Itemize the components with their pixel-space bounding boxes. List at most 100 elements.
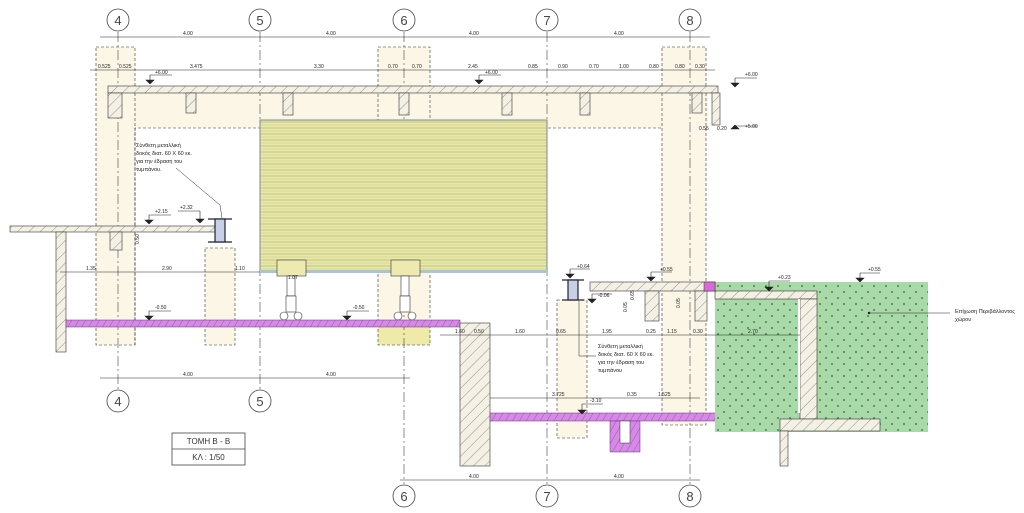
rolling-shutter: [259, 119, 548, 273]
dimension-label: 8: [686, 489, 693, 504]
dimension-label: 0.50: [474, 329, 484, 335]
dimension-label: +0.64: [577, 264, 590, 270]
dimension-label: 0.70: [589, 64, 599, 70]
dimension-label: 1.60: [515, 329, 525, 335]
note-backfill: Επίχωση Περιβάλλοντος χώρου: [867, 308, 1015, 323]
section-scale: ΚΛ : 1/50: [192, 453, 225, 462]
dimension-lines: [60, 36, 800, 481]
dimension-label: +0.55: [868, 267, 881, 273]
note-left-beam: Σύνθετη μεταλλική δοκός διατ. 60 Χ 60 εκ…: [136, 142, 223, 219]
dimension-label: 0.25: [646, 329, 656, 335]
dimension-label: 0.525: [119, 64, 132, 70]
dimension-label: 4: [114, 394, 121, 409]
section-title: ΤΟΜΗ Β - Β: [187, 437, 230, 446]
dimension-label: 6: [400, 13, 407, 28]
backfill-area: [715, 282, 928, 432]
dimension-label: 0.70: [412, 64, 422, 70]
dimension-label: 1.00: [619, 64, 629, 70]
dimension-label: 3.30: [314, 64, 324, 70]
dimension-label: 0.85: [528, 64, 538, 70]
mid-dimensions: 1.35 2.90 1.10: [86, 266, 245, 272]
dimension-label: 2.70: [748, 329, 758, 335]
dimension-label: για την έδραση του: [136, 158, 182, 165]
dimension-label: +6.00: [745, 72, 758, 78]
dimension-label: 4.00: [183, 31, 193, 37]
dimension-label: 5: [256, 13, 263, 28]
dimension-label: 1.525: [658, 392, 671, 398]
lower-dimensions: 1.60 0.50 1.60 0.65 1.95 0.25 1.15 0.30 …: [455, 329, 758, 335]
dimension-label: 4.00: [614, 31, 624, 37]
shutter-supports: [276, 259, 421, 321]
dimension-label: 0.80: [675, 64, 685, 70]
dimension-label: 0.50: [135, 234, 141, 244]
small-dimensions: 0.55 0.20 0.50 0.65 0.05 0.05: [135, 126, 727, 312]
dimension-label: 2.90: [162, 266, 172, 272]
dimension-label: -3.10: [590, 398, 602, 404]
dimension-label: 1.15: [667, 329, 677, 335]
grid-axis-markers: 4 5 6 7 8 4 5 6 7 8: [106, 8, 702, 508]
dimension-label: 6: [400, 489, 407, 504]
roof-slab: [107, 85, 721, 126]
dimension-label: 2.45: [468, 64, 478, 70]
dimension-label: +6.00: [485, 70, 498, 76]
dimension-label: +2.15: [155, 209, 168, 215]
floor-slab: [65, 319, 461, 328]
dimension-label: +0.55: [660, 267, 673, 273]
dimension-label: 0.35: [627, 392, 637, 398]
dimension-label: -0.50: [353, 305, 365, 311]
dimension-label: για την έδραση του: [598, 359, 644, 366]
dimension-label: Σύνθετη μεταλλική: [598, 343, 643, 350]
dimension-label: 4.00: [469, 31, 479, 37]
steel-i-beam-left: [208, 218, 232, 243]
dimension-label: 1.35: [86, 266, 96, 272]
dimension-label: 0.65: [556, 329, 566, 335]
dimension-label: 0.05: [676, 298, 682, 308]
dimension-label: τυμπάνου.: [136, 166, 162, 173]
bottom-dimensions: 4.00 4.00 4.00 4.00: [183, 372, 624, 480]
pit-dimensions: 3.725 0.35 1.525: [552, 392, 671, 398]
dimension-label: 0.30: [693, 329, 703, 335]
dimension-label: 0.30: [695, 64, 705, 70]
dimension-label: 3.725: [552, 392, 565, 398]
note-right-beam: Σύνθετη μεταλλική δοκός διατ. 60 Χ 60 εκ…: [578, 301, 654, 374]
dimension-label: 4.00: [614, 474, 624, 480]
dimension-label: 0.80: [649, 64, 659, 70]
dimension-label: 7: [543, 13, 550, 28]
dimension-label: Επίχωση Περιβάλλοντος: [955, 308, 1015, 315]
dimension-label: 0.20: [717, 126, 727, 132]
dimension-label: 5: [256, 394, 263, 409]
dimension-label: 1.95: [602, 329, 612, 335]
dimension-label: 7: [543, 489, 550, 504]
dimension-label: 4.00: [326, 31, 336, 37]
dimension-label: 1.10: [235, 266, 245, 272]
dimension-label: +6.00: [155, 70, 168, 76]
dimension-label: +0.23: [778, 275, 791, 281]
dimension-label: 0.90: [558, 64, 568, 70]
dimension-label: 8: [686, 13, 693, 28]
dimension-label: 0.05: [623, 302, 629, 312]
roof-dimensions: 0.525 0.525 3.475 3.30 0.70 0.70 2.45 0.…: [98, 64, 705, 70]
dimension-label: -0.50: [155, 305, 167, 311]
dimension-label: 0.70: [388, 64, 398, 70]
dimension-label: τυμπάνου: [598, 367, 622, 374]
dimension-label: 0.65: [630, 290, 636, 300]
dimension-label: 4.00: [183, 372, 193, 378]
dimension-label: -0.06: [598, 293, 610, 299]
dimension-label: 1.60: [455, 329, 465, 335]
support-dim: 1.07: [288, 275, 298, 281]
dimension-label: Σύνθετη μεταλλική: [136, 142, 181, 149]
steel-i-beam-right: [562, 279, 584, 301]
dimension-label: 4.00: [326, 372, 336, 378]
dimension-label: χώρου: [955, 316, 971, 323]
dimension-label: 3.475: [190, 64, 203, 70]
title-block: ΤΟΜΗ Β - Β ΚΛ : 1/50: [171, 432, 246, 466]
dimension-label: 4: [114, 13, 121, 28]
dimension-label: δοκός διατ. 60 Χ 60 εκ.: [598, 351, 654, 358]
top-dimensions: 4.00 4.00 4.00 4.00: [183, 31, 624, 37]
dimension-label: δοκός διατ. 60 Χ 60 εκ.: [136, 150, 192, 157]
left-structure: [9, 225, 216, 353]
lower-structure: [459, 322, 803, 467]
dimension-label: +2.32: [180, 205, 193, 211]
dimension-label: 4.00: [469, 474, 479, 480]
